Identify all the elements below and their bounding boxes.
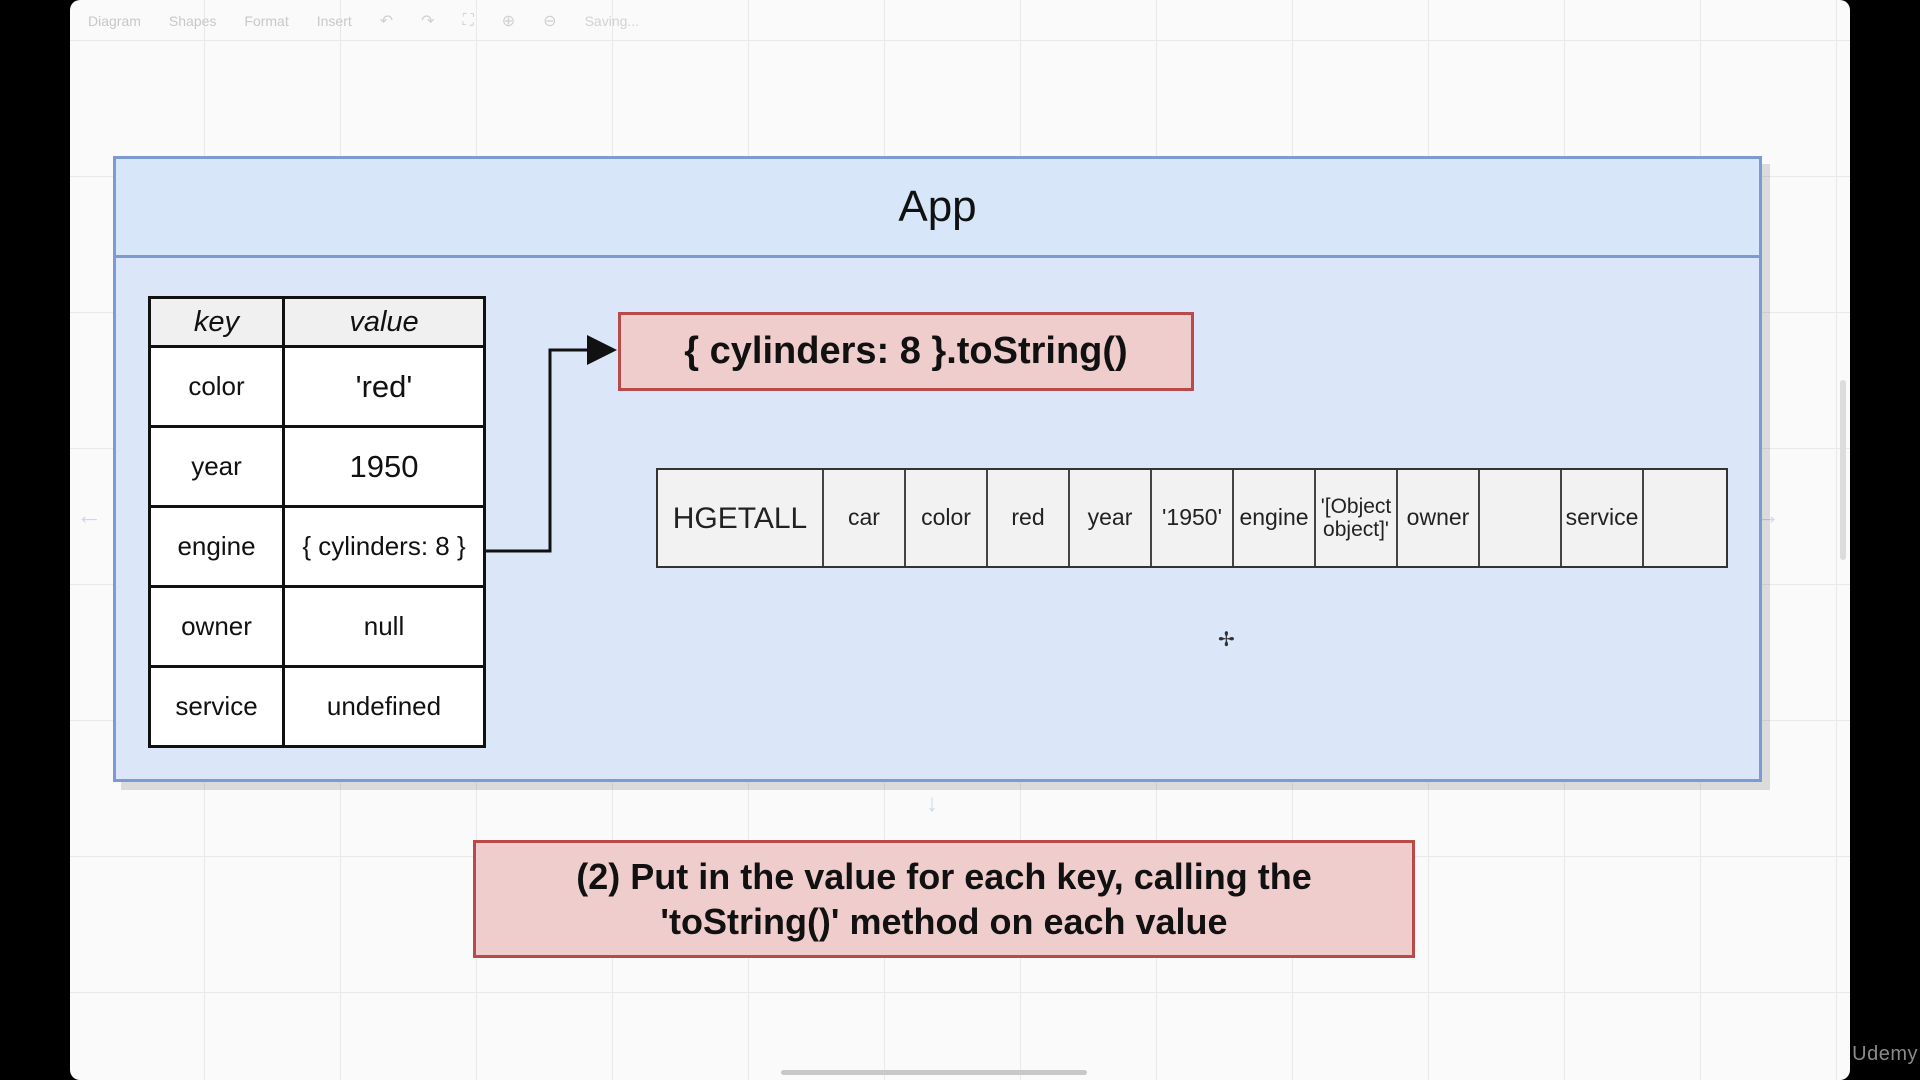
table-row: engine { cylinders: 8 } <box>148 505 486 588</box>
key-cell: year <box>148 425 285 508</box>
value-header: value <box>282 296 486 348</box>
udemy-watermark: Udemy <box>1852 1043 1918 1065</box>
table-header-row: key value <box>148 296 486 348</box>
argument-cell: service <box>1562 470 1644 566</box>
argument-cell: color <box>906 470 988 566</box>
horizontal-scrollbar[interactable] <box>781 1070 1087 1075</box>
empty-argument-cell <box>1644 470 1726 566</box>
argument-cell: '1950' <box>1152 470 1234 566</box>
left-arrow-icon: ← <box>76 500 102 530</box>
argument-cell: engine <box>1234 470 1316 566</box>
value-cell: 'red' <box>282 345 486 428</box>
table-row: year 1950 <box>148 425 486 508</box>
command-cell: HGETALL <box>658 470 824 566</box>
hgetall-command: HGETALL car color red year '1950' engine… <box>656 468 1728 568</box>
redo-icon[interactable]: ↷ <box>421 13 435 30</box>
down-arrow-icon: ↓ <box>926 790 938 817</box>
fullscreen-icon[interactable]: ⛶ <box>462 12 474 29</box>
zoom-out-icon[interactable]: ⊖ <box>543 13 557 30</box>
key-cell: color <box>148 345 285 428</box>
menu-diagram[interactable]: Diagram <box>88 13 141 29</box>
argument-cell: car <box>824 470 906 566</box>
value-cell: null <box>282 585 486 668</box>
value-cell: 1950 <box>282 425 486 508</box>
diagram-canvas[interactable]: Diagram Shapes Format Insert ↶ ↷ ⛶ ⊕ ⊖ S… <box>70 0 1850 1080</box>
undo-icon[interactable]: ↶ <box>379 13 394 30</box>
vertical-scrollbar[interactable] <box>1840 380 1846 560</box>
key-cell: service <box>148 665 285 748</box>
table-row: owner null <box>148 585 486 668</box>
value-cell: undefined <box>282 665 486 748</box>
key-header: key <box>148 296 285 348</box>
key-cell: engine <box>148 505 285 588</box>
argument-cell: red <box>988 470 1070 566</box>
move-cursor-icon: ✢ <box>1218 629 1235 651</box>
app-title: App <box>116 159 1759 258</box>
empty-argument-cell <box>1480 470 1562 566</box>
table-row: color 'red' <box>148 345 486 428</box>
zoom-in-icon[interactable]: ⊕ <box>501 13 516 30</box>
tostring-code-box: { cylinders: 8 }.toString() <box>618 312 1194 391</box>
note-line-1: (2) Put in the value for each key, calli… <box>576 856 1312 897</box>
saving-status: Saving... <box>584 13 640 29</box>
note-line-2: 'toString()' method on each value <box>660 901 1228 942</box>
key-value-table: key value color 'red' year 1950 engine {… <box>148 296 486 748</box>
key-cell: owner <box>148 585 285 668</box>
toolbar: Diagram Shapes Format Insert ↶ ↷ ⛶ ⊕ ⊖ S… <box>88 12 639 30</box>
argument-cell: year <box>1070 470 1152 566</box>
argument-cell: '[Object object]' <box>1316 470 1398 566</box>
argument-cell: owner <box>1398 470 1480 566</box>
menu-insert[interactable]: Insert <box>316 13 352 29</box>
app-container[interactable]: App key value color 'red' year 1950 engi <box>113 156 1762 782</box>
menu-format[interactable]: Format <box>244 13 289 29</box>
table-row: service undefined <box>148 665 486 748</box>
menu-shapes[interactable]: Shapes <box>168 13 217 29</box>
instruction-note: (2) Put in the value for each key, calli… <box>473 840 1415 958</box>
value-cell: { cylinders: 8 } <box>282 505 486 588</box>
